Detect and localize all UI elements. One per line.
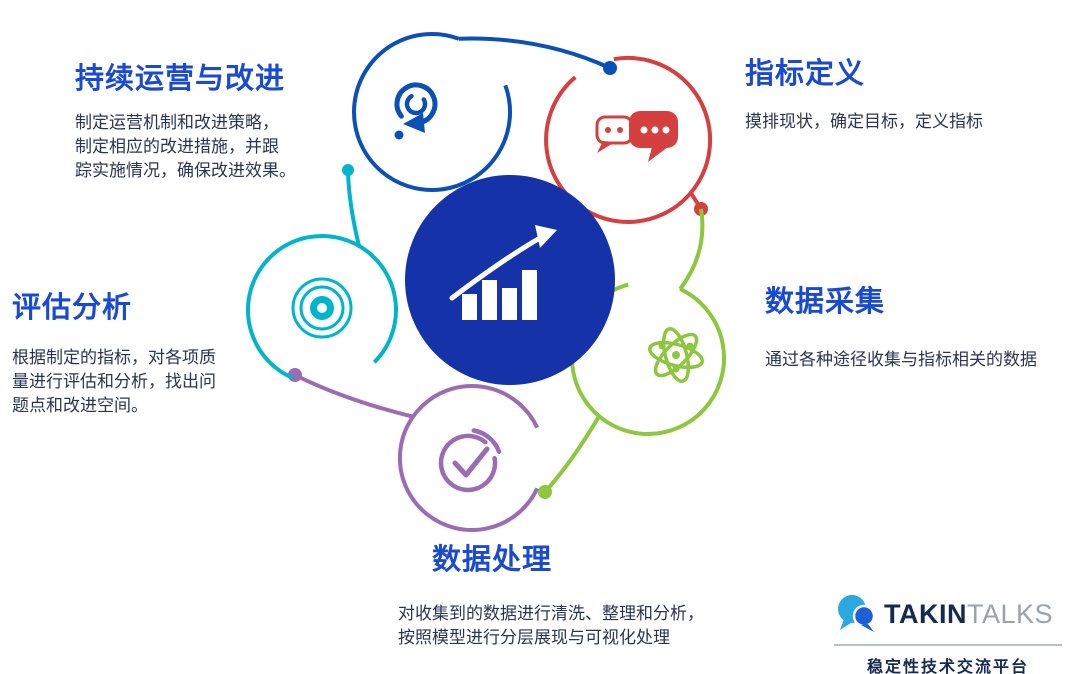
junction-dot-green — [538, 485, 552, 499]
stage-data-processing: 数据处理 对收集到的数据进行清洗、整理和分析， 按照模型进行分层展现与可视化处理 — [398, 536, 768, 650]
stage-arc-continuous-improvement — [352, 32, 617, 192]
stage-evaluation-analysis: 评估分析 根据制定的指标，对各项质 量进行评估和分析，找出问 题点和改进空间。 — [12, 284, 252, 418]
connector-blue — [458, 36, 611, 70]
logo-tagline: 稳定性技术交流平台 — [866, 659, 1029, 674]
stage-arc-data-processing — [288, 368, 540, 532]
stage-desc-evaluation-analysis: 根据制定的指标，对各项质 量进行评估和分析，找出问 题点和改进空间。 — [12, 348, 216, 416]
arc-path-blue — [352, 32, 512, 192]
atom-icon — [648, 327, 704, 383]
arc-path-teal — [245, 234, 398, 380]
center-circle — [405, 175, 615, 385]
stage-metric-definition: 指标定义 摸排现状，确定目标，定义指标 — [745, 50, 1075, 134]
arc-path-purple — [397, 384, 540, 532]
stage-data-collection: 数据采集 通过各种途径收集与指标相关的数据 — [765, 278, 1080, 372]
stage-title-data-processing: 数据处理 — [432, 544, 553, 576]
stage-title-metric-definition: 指标定义 — [745, 58, 866, 90]
stage-desc-metric-definition: 摸排现状，确定目标，定义指标 — [745, 112, 983, 131]
junction-dot-teal — [342, 164, 354, 176]
connector-green-in — [678, 208, 705, 291]
logo-divider — [834, 644, 1062, 646]
target-icon — [291, 277, 353, 339]
logo-bubble-icon — [838, 595, 876, 632]
connector-purple — [294, 373, 414, 419]
connector-teal — [346, 171, 361, 247]
takintalks-logo: TAKINTALKS 稳定性技术交流平台 — [834, 592, 1062, 674]
stage-desc-continuous-improvement: 制定运营机制和改进策略， 制定相应的改进措施，并跟 踪实施情况，确保改进效果。 — [75, 113, 296, 181]
stage-desc-data-processing: 对收集到的数据进行清洗、整理和分析， 按照模型进行分层展现与可视化处理 — [398, 604, 704, 648]
stage-arc-evaluation-analysis — [245, 164, 398, 380]
chat-bubbles-icon — [595, 111, 678, 162]
check-circle-icon — [438, 428, 502, 493]
stage-title-data-collection: 数据采集 — [765, 286, 886, 318]
stage-desc-data-collection: 通过各种途径收集与指标相关的数据 — [765, 350, 1037, 369]
stage-continuous-improvement: 持续运营与改进 制定运营机制和改进策略， 制定相应的改进措施，并跟 踪实施情况，… — [75, 55, 345, 183]
stage-title-continuous-improvement: 持续运营与改进 — [75, 63, 286, 95]
junction-dot-blue — [603, 61, 617, 75]
logo-text-takin: TAKIN — [884, 598, 967, 629]
growth-chart-icon — [449, 225, 557, 320]
stage-title-evaluation-analysis: 评估分析 — [12, 292, 133, 324]
logo-text-talks: TALKS — [967, 598, 1054, 629]
arc-path-red — [544, 55, 713, 224]
logo-row: TAKINTALKS — [834, 592, 1062, 636]
refresh-cycle-icon — [394, 82, 438, 140]
connector-green-out — [543, 415, 601, 494]
